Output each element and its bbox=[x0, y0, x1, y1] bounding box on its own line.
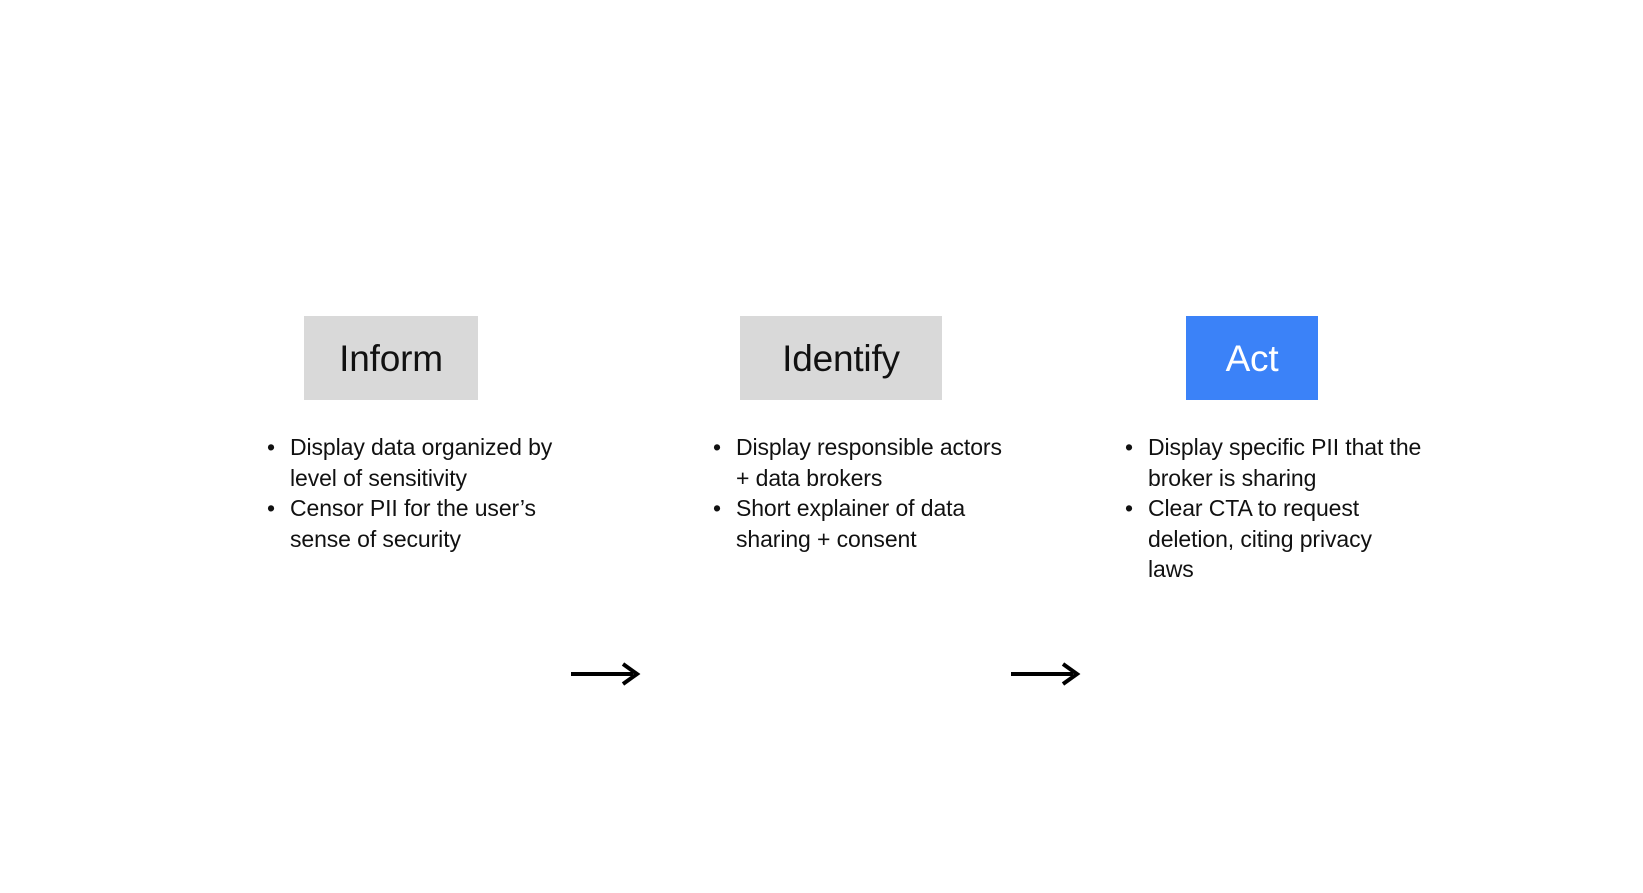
bullet-list: • Display specific PII that the broker i… bbox=[1122, 432, 1422, 585]
list-item-text: Display data organized by level of sensi… bbox=[290, 434, 553, 491]
bullet-marker: • bbox=[267, 434, 275, 460]
list-item-text: Clear CTA to request deletion, citing pr… bbox=[1148, 495, 1372, 582]
bullet-marker: • bbox=[267, 495, 275, 521]
stage-flow-row: Inform Identify Act bbox=[0, 316, 1643, 686]
arrow-right-icon bbox=[1000, 632, 1090, 716]
list-item: • Short explainer of data sharing + cons… bbox=[710, 493, 1010, 554]
list-item-text: Display specific PII that the broker is … bbox=[1148, 434, 1422, 491]
bullet-list: • Display data organized by level of sen… bbox=[264, 432, 570, 554]
bullet-list: • Display responsible actors + data brok… bbox=[710, 432, 1010, 554]
stage-label-identify: Identify bbox=[782, 337, 900, 379]
list-item: • Display responsible actors + data brok… bbox=[710, 432, 1010, 493]
bullet-marker: • bbox=[713, 495, 721, 521]
stage-label-inform: Inform bbox=[339, 337, 443, 379]
list-item: • Display specific PII that the broker i… bbox=[1122, 432, 1422, 493]
stage-details-act: • Display specific PII that the broker i… bbox=[1122, 432, 1422, 585]
stage-details-inform: • Display data organized by level of sen… bbox=[264, 432, 570, 554]
stage-box-identify[interactable]: Identify bbox=[740, 316, 942, 400]
arrow-right-icon bbox=[560, 632, 650, 716]
bullet-marker: • bbox=[713, 434, 721, 460]
list-item-text: Censor PII for the user’s sense of secur… bbox=[290, 495, 536, 552]
bullet-marker: • bbox=[1125, 434, 1133, 460]
stage-label-act: Act bbox=[1225, 337, 1279, 379]
list-item: • Clear CTA to request deletion, citing … bbox=[1122, 493, 1422, 585]
stage-box-act[interactable]: Act bbox=[1186, 316, 1318, 400]
stage-details-identify: • Display responsible actors + data brok… bbox=[710, 432, 1010, 554]
stage-box-inform[interactable]: Inform bbox=[304, 316, 478, 400]
list-item-text: Short explainer of data sharing + consen… bbox=[736, 495, 966, 552]
bullet-marker: • bbox=[1125, 495, 1133, 521]
list-item-text: Display responsible actors + data broker… bbox=[736, 434, 1002, 491]
list-item: • Censor PII for the user’s sense of sec… bbox=[264, 493, 570, 554]
list-item: • Display data organized by level of sen… bbox=[264, 432, 570, 493]
